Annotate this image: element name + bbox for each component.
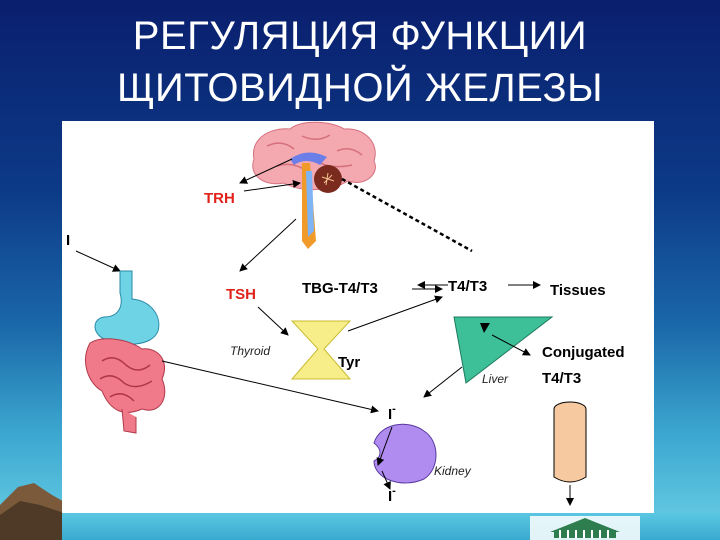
thyroid-label: Thyroid	[230, 344, 270, 358]
thyroid-illustration	[290, 320, 352, 380]
intestine-illustration	[85, 338, 166, 434]
title-line-2: ЩИТОВИДНОЙ ЖЕЛЕЗЫ	[116, 66, 604, 110]
title-line-1: РЕГУЛЯЦИЯ ФУНКЦИИ	[132, 14, 588, 58]
conjugated-label-line1: Conjugated	[542, 344, 625, 361]
iodine-intake-label: I	[66, 232, 70, 249]
diagram-panel: TRH I TSH TBG-T4/T3 T4/T3 Tissues	[62, 121, 654, 513]
t4t3-label: T4/T3	[448, 278, 487, 295]
liver-illustration	[453, 316, 554, 384]
tbg-label: TBG-T4/T3	[302, 280, 378, 297]
trh-label: TRH	[204, 190, 235, 207]
tissues-label: Tissues	[550, 282, 606, 299]
excretion-tube-illustration	[553, 401, 587, 506]
mountain-decoration	[0, 483, 70, 540]
conjugated-label-line2: T4/T3	[542, 370, 581, 387]
thyroid-regulation-diagram: TRH I TSH TBG-T4/T3 T4/T3 Tissues	[66, 121, 625, 506]
slide-title: РЕГУЛЯЦИЯ ФУНКЦИИ ЩИТОВИДНОЙ ЖЕЛЕЗЫ	[0, 10, 720, 114]
iodide-top-label: I-	[388, 403, 396, 423]
liver-label: Liver	[482, 372, 509, 386]
brain-illustration	[252, 121, 376, 249]
stomach-illustration	[94, 270, 160, 345]
tyr-label: Tyr	[338, 354, 360, 371]
building-logo	[530, 516, 640, 540]
tsh-label: TSH	[226, 286, 256, 303]
kidney-label: Kidney	[434, 464, 472, 478]
iodide-bottom-label: I-	[388, 485, 396, 505]
